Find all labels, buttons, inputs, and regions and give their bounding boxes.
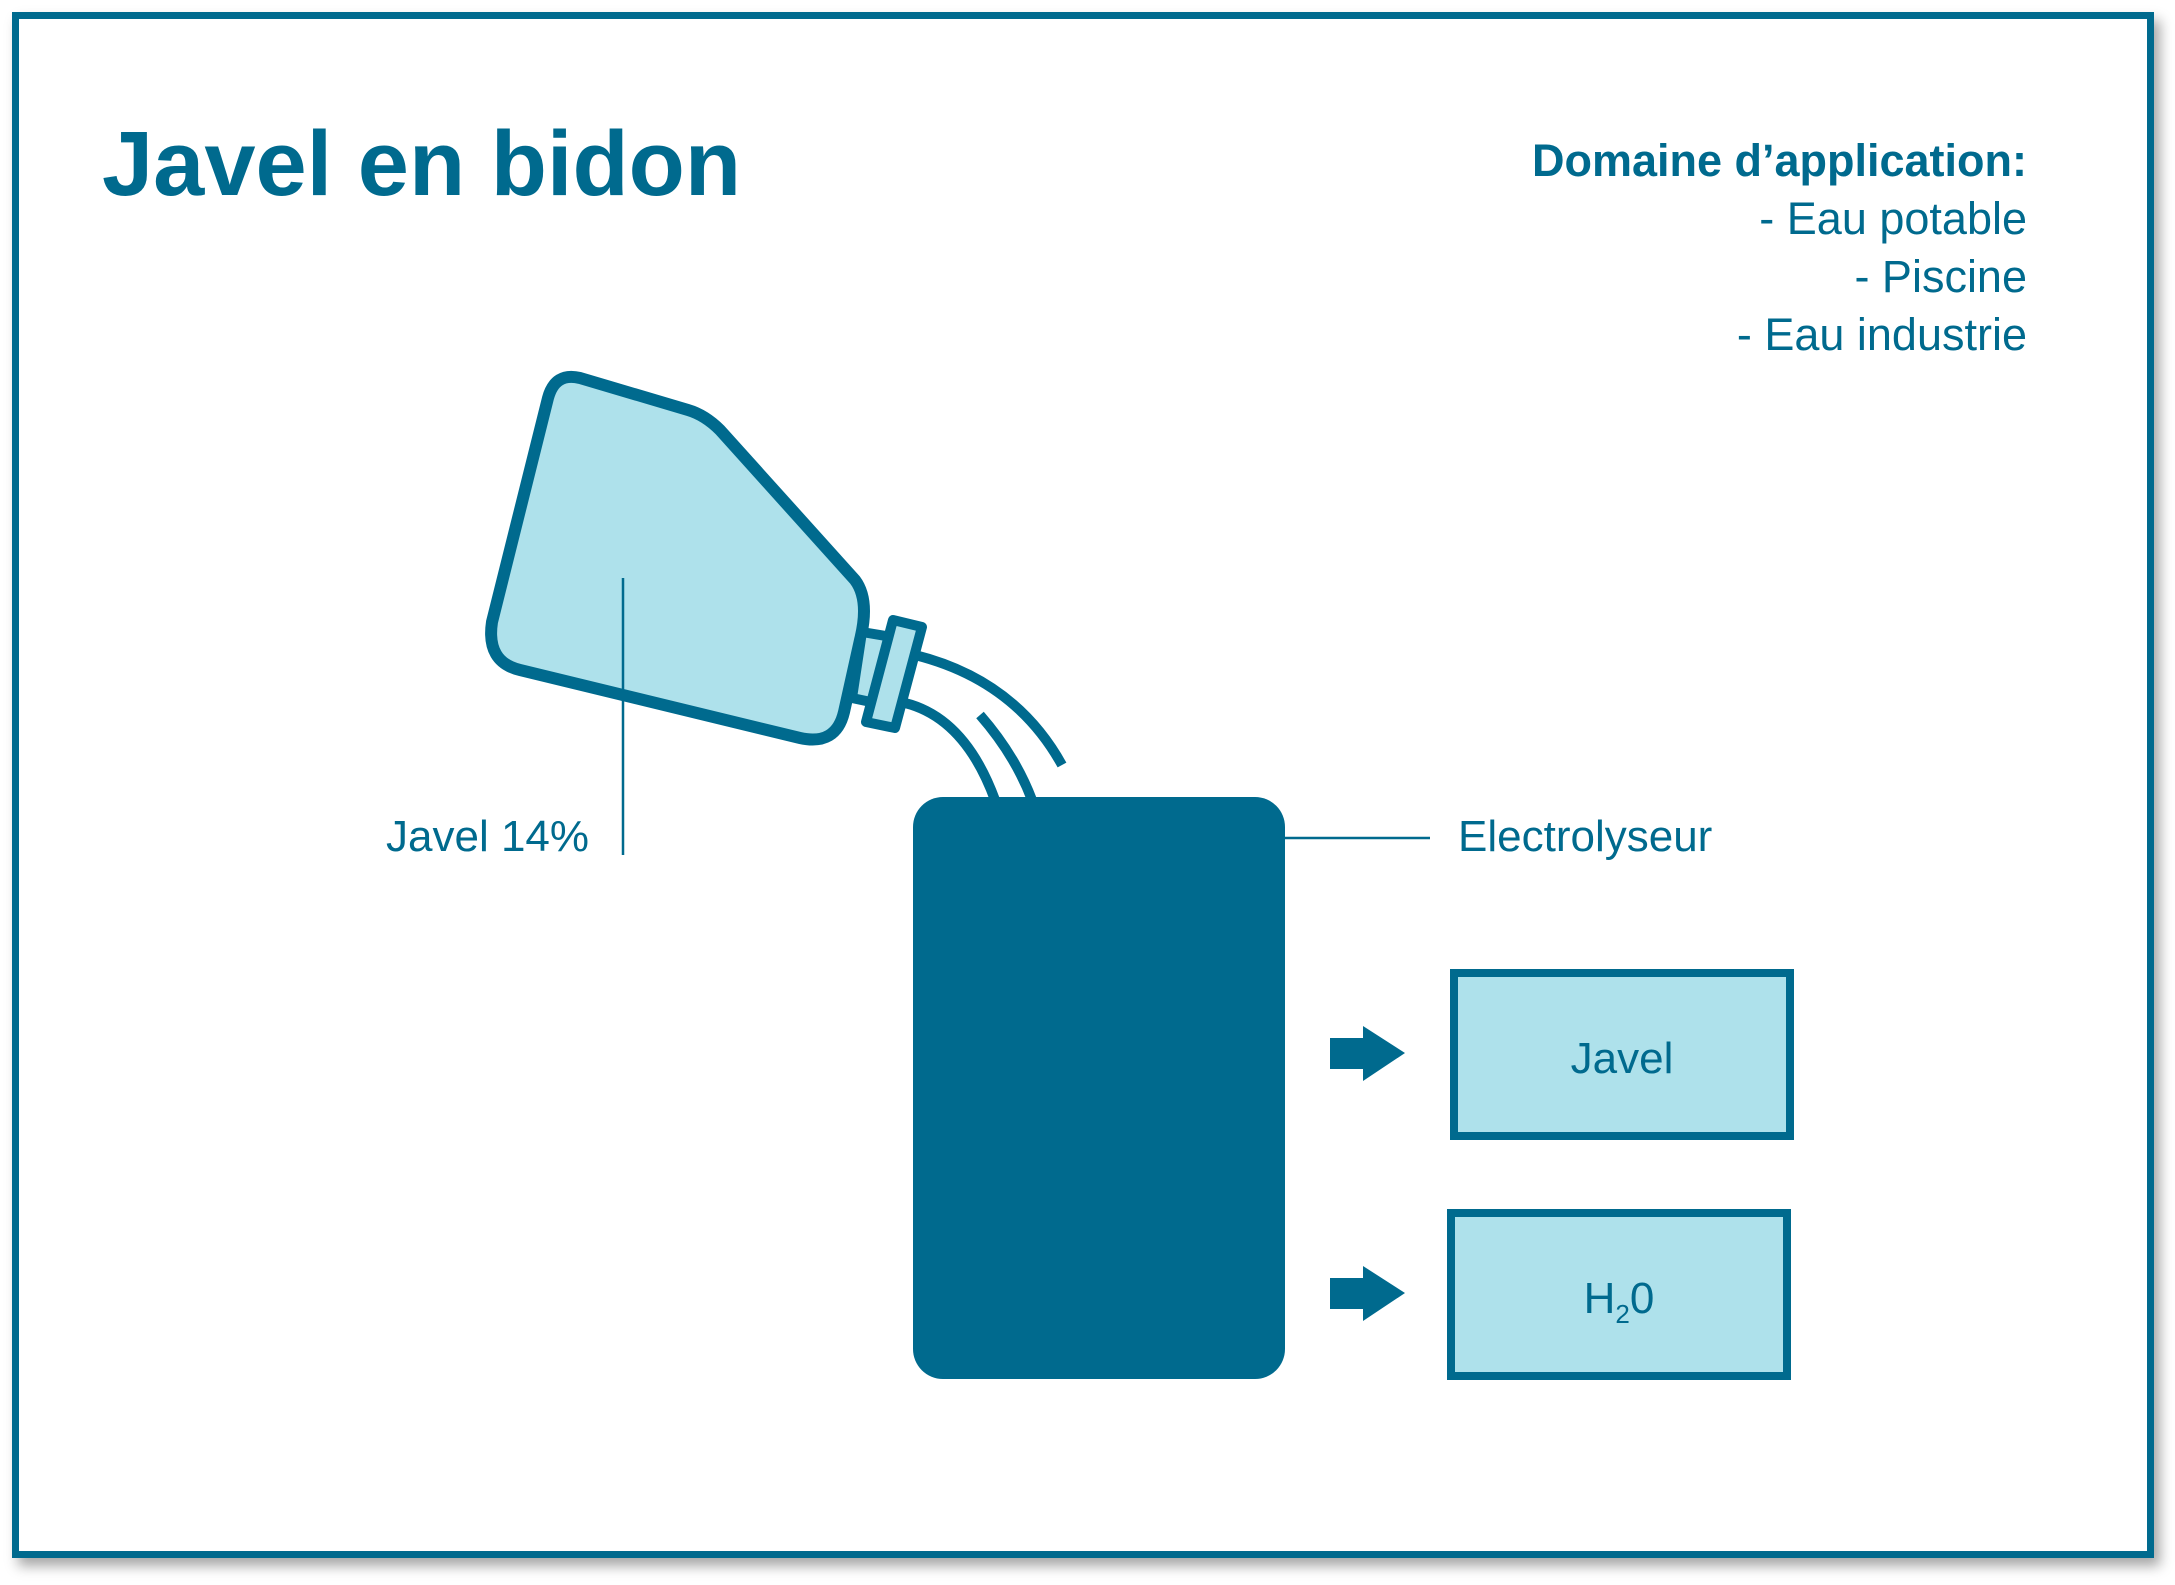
h2o-zero: 0 [1629, 1274, 1655, 1323]
pour-stream [913, 650, 1067, 768]
application-domain: Domaine d’application: - Eau potable - P… [1532, 132, 2027, 364]
output-box-javel [1450, 969, 1794, 1140]
h2o-subscript: 2 [1615, 1298, 1630, 1329]
bleach-bottle-icon [485, 371, 870, 746]
application-domain-item: - Piscine [1854, 251, 2027, 302]
bottle-cap [861, 615, 927, 733]
application-domain-item: - Eau potable [1759, 193, 2027, 244]
application-domain-heading: Domaine d’application: [1531, 135, 2027, 186]
output-javel-label: Javel [1570, 1034, 1674, 1083]
h2o-h: H [1583, 1274, 1616, 1323]
bottle-label: Javel 14% [386, 812, 590, 861]
arrow-right-icon [1330, 1266, 1405, 1321]
output-h2o-label: H20 [1451, 1277, 1787, 1327]
electrolyser-unit [913, 797, 1285, 1379]
arrow-right-icon [1330, 1026, 1405, 1081]
pour-stream [903, 698, 1000, 802]
output-box-h2o [1447, 1209, 1791, 1380]
electrolyser-label: Electrolyseur [1458, 812, 1713, 861]
application-domain-item: - Eau industrie [1736, 309, 2027, 360]
page-title: Javel en bidon [102, 113, 742, 215]
pour-stream [976, 711, 1037, 802]
